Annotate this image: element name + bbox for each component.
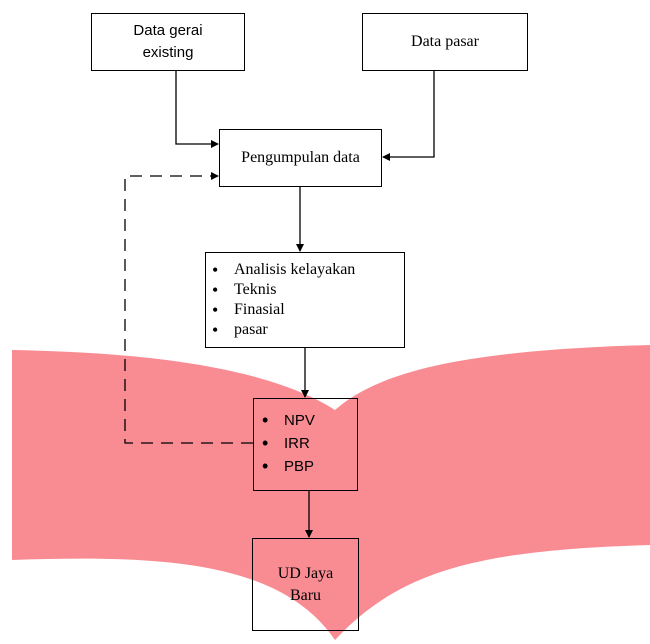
ud-line-1: UD Jaya — [277, 564, 334, 582]
arrow-gerai-to-pengumpulan — [175, 71, 219, 148]
arrow-pasar-to-pengumpulan — [382, 71, 435, 161]
data-pasar-label: Data pasar — [411, 33, 479, 50]
pengumpulan-data-box: Pengumpulan data — [219, 129, 382, 187]
data-gerai-text: Data gerai existing — [133, 20, 202, 64]
analisis-box: Analisis kelayakan Teknis Finasial pasar — [205, 252, 405, 348]
finansial-item: NPV — [254, 409, 357, 432]
analisis-item: Teknis — [206, 280, 404, 300]
analisis-item: Analisis kelayakan — [206, 260, 404, 280]
finansial-list: NPV IRR PBP — [254, 409, 357, 478]
npv-box: NPV IRR PBP — [253, 398, 358, 491]
data-gerai-box: Data gerai existing — [91, 13, 245, 71]
ud-jaya-baru-box: UD Jaya Baru — [252, 538, 359, 631]
data-gerai-line-1: Data gerai — [133, 22, 203, 39]
pengumpulan-data-label: Pengumpulan data — [241, 149, 360, 166]
analisis-list: Analisis kelayakan Teknis Finasial pasar — [206, 260, 404, 340]
data-pasar-box: Data pasar — [362, 13, 528, 71]
finansial-item: PBP — [254, 455, 357, 478]
data-gerai-line-2: existing — [142, 44, 194, 61]
ud-line-2: Baru — [289, 586, 322, 604]
right-page-shape — [335, 345, 650, 640]
ud-jaya-baru-text: UD Jaya Baru — [278, 563, 334, 607]
analisis-item: Finasial — [206, 300, 404, 320]
finansial-item: IRR — [254, 432, 357, 455]
analisis-item: pasar — [206, 320, 404, 340]
dashed-feedback-arrow — [124, 172, 253, 444]
